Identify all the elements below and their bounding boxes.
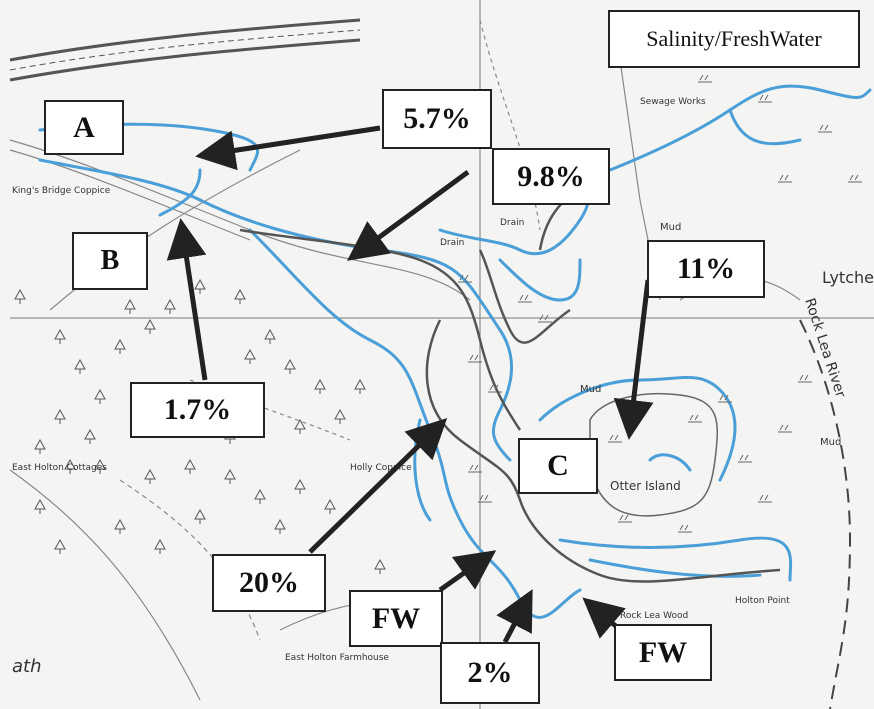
marsh-symbol <box>488 384 502 393</box>
tree-symbol <box>254 488 266 504</box>
tree-symbol <box>314 378 326 394</box>
label-mud-2: Mud <box>580 384 601 395</box>
tree-symbol <box>34 498 46 514</box>
label-heath: ath <box>12 656 42 677</box>
tree-symbol <box>14 288 26 304</box>
marsh-symbol <box>538 314 552 323</box>
label-rock-lea-wood: Rock Lea Wood <box>620 611 688 621</box>
tree-symbol <box>54 538 66 554</box>
label-holly-coppice: Holly Coppice <box>350 463 412 473</box>
marsh-symbol <box>688 414 702 423</box>
tree-symbol <box>264 328 276 344</box>
tree-symbol <box>294 478 306 494</box>
site-label-b: B <box>72 232 148 290</box>
tree-symbol <box>354 378 366 394</box>
marsh-symbol <box>618 514 632 523</box>
tree-symbol <box>144 318 156 334</box>
marsh-symbol <box>468 354 482 363</box>
railway-embankment <box>9 18 361 82</box>
tree-symbol <box>234 288 246 304</box>
label-holton-point: Holton Point <box>735 596 790 606</box>
label-sewage-works: Sewage Works <box>640 97 706 107</box>
tree-symbol <box>274 518 286 534</box>
marsh-symbol <box>738 454 752 463</box>
marsh-symbol <box>698 74 712 83</box>
tree-symbol <box>374 558 386 574</box>
tree-symbol <box>124 298 136 314</box>
tree-symbol <box>54 408 66 424</box>
woodland-symbols <box>14 278 386 574</box>
tree-symbol <box>114 518 126 534</box>
marsh-symbols <box>458 74 862 533</box>
marsh-symbol <box>478 494 492 503</box>
tree-symbol <box>154 538 166 554</box>
marsh-symbol <box>458 274 472 283</box>
marsh-symbol <box>778 174 792 183</box>
label-drain-2: Drain <box>440 238 464 248</box>
marsh-symbol <box>758 94 772 103</box>
label-mud-3: Mud <box>820 437 841 448</box>
marsh-symbol <box>518 294 532 303</box>
tree-symbol <box>74 358 86 374</box>
marsh-symbol <box>818 124 832 133</box>
site-label-c: C <box>518 438 598 494</box>
tree-symbol <box>94 388 106 404</box>
tree-symbol <box>244 348 256 364</box>
tree-symbol <box>184 458 196 474</box>
marsh-symbol <box>798 374 812 383</box>
reading-5-7: 5.7% <box>382 89 492 149</box>
tree-symbol <box>144 468 156 484</box>
reading-fw-2: FW <box>614 624 712 681</box>
tree-symbol <box>334 408 346 424</box>
marsh-symbol <box>678 524 692 533</box>
reading-2: 2% <box>440 642 540 704</box>
tree-symbol <box>164 298 176 314</box>
tree-symbol <box>84 428 96 444</box>
reading-fw-1: FW <box>349 590 443 647</box>
label-lytche: Lytche <box>822 268 874 287</box>
marsh-symbol <box>778 424 792 433</box>
tree-symbol <box>34 438 46 454</box>
label-otter-island: Otter Island <box>610 479 681 493</box>
tree-symbol <box>54 328 66 344</box>
tree-symbol <box>284 358 296 374</box>
tree-symbol <box>194 508 206 524</box>
tree-symbol <box>94 458 106 474</box>
marsh-symbol <box>848 174 862 183</box>
marsh-symbol <box>468 464 482 473</box>
reading-20: 20% <box>212 554 326 612</box>
reading-9-8: 9.8% <box>492 148 610 205</box>
reading-1-7: 1.7% <box>130 382 265 438</box>
tree-symbol <box>224 468 236 484</box>
label-east-holton-cottages: East Holton Cottages <box>12 463 107 473</box>
marsh-symbol <box>758 494 772 503</box>
map-title: Salinity/FreshWater <box>608 10 860 68</box>
marsh-symbol <box>718 394 732 403</box>
tree-symbol <box>64 458 76 474</box>
site-label-a: A <box>44 100 124 155</box>
reading-11: 11% <box>647 240 765 298</box>
label-east-holton-farmhouse: East Holton Farmhouse <box>285 653 389 663</box>
label-drain-1: Drain <box>500 218 524 228</box>
tree-symbol <box>294 418 306 434</box>
river-bank-right <box>799 319 852 709</box>
label-mud-1: Mud <box>660 222 681 233</box>
tree-symbol <box>114 338 126 354</box>
label-kings-bridge-coppice: King's Bridge Coppice <box>12 186 111 196</box>
